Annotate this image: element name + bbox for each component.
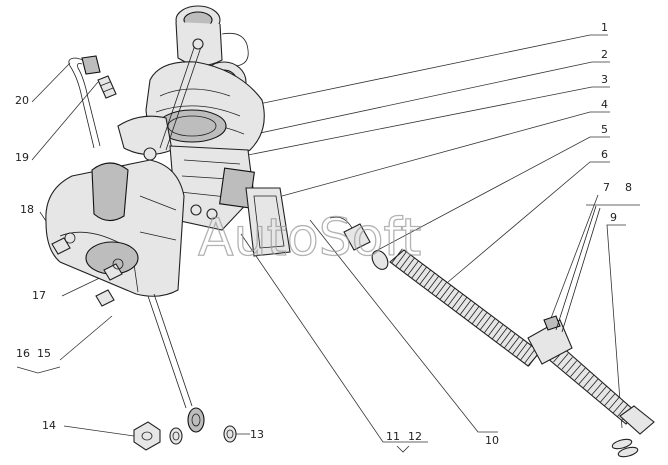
callout-10: 10 [485, 434, 499, 447]
callout-19: 19 [15, 151, 29, 164]
watermark-text: AutoSoft [198, 208, 421, 268]
corrugated-hose [389, 248, 655, 435]
tee-fitting [527, 205, 601, 365]
callout-8: 8 [625, 181, 632, 194]
callout-labels: 1 2 3 4 5 6 7 8 9 10 11 12 13 14 15 16 1… [15, 21, 632, 447]
leader-lines [16, 34, 640, 453]
oil-return-tube [147, 293, 205, 433]
callout-13: 13 [250, 428, 264, 441]
union-nut [133, 421, 161, 451]
o-ring [371, 250, 389, 270]
callout-1: 1 [601, 21, 608, 34]
callout-14: 14 [42, 419, 56, 432]
turbocharger [117, 5, 265, 162]
callout-17: 17 [32, 289, 46, 302]
exhaust-gasket [245, 187, 291, 257]
small-o-rings [611, 438, 639, 458]
callout-12: 12 [408, 430, 422, 443]
wastegate-rod [143, 38, 204, 161]
oil-feed-tube [68, 55, 101, 149]
bolts-and-washers [51, 232, 124, 307]
callout-11: 11 [386, 430, 400, 443]
callout-16: 16 [16, 347, 30, 360]
hose-connector [329, 216, 371, 251]
callout-15: 15 [37, 347, 51, 360]
exhaust-elbow [45, 159, 185, 297]
callout-2: 2 [601, 48, 608, 61]
callout-6: 6 [601, 148, 608, 161]
callout-7: 7 [603, 181, 610, 194]
callout-5: 5 [601, 123, 608, 136]
union-fitting [97, 75, 117, 99]
callout-4: 4 [601, 98, 608, 111]
callout-9: 9 [610, 211, 617, 224]
callout-18: 18 [20, 203, 34, 216]
callout-3: 3 [601, 73, 608, 86]
callout-20: 20 [15, 94, 29, 107]
sealing-washers [169, 425, 237, 445]
